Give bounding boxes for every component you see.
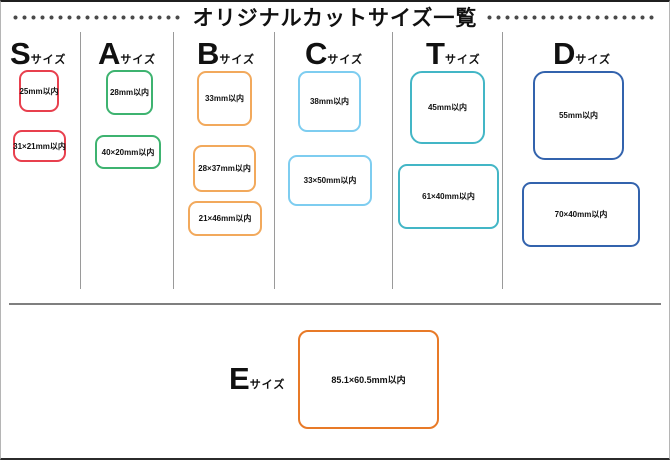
size-box-label: 70×40mm以内 xyxy=(554,210,608,219)
size-suffix: サイズ xyxy=(249,379,286,391)
size-suffix: サイズ xyxy=(444,54,481,66)
size-suffix: サイズ xyxy=(219,54,256,66)
dotted-line-left-icon xyxy=(13,14,183,20)
size-box-label: 38mm以内 xyxy=(309,97,350,106)
size-box-s-2: 31×21mm以内 xyxy=(13,130,66,162)
size-box-c-2: 33×50mm以内 xyxy=(288,155,372,206)
dotted-line-right-icon xyxy=(487,14,657,20)
size-suffix: サイズ xyxy=(327,54,364,66)
size-box-label: 61×40mm以内 xyxy=(422,192,475,201)
size-box-d-2: 70×40mm以内 xyxy=(522,182,640,247)
size-box-b-2: 28×37mm以内 xyxy=(193,145,256,192)
size-box-label: 28×37mm以内 xyxy=(198,164,251,173)
size-box-label: 33mm以内 xyxy=(204,94,245,103)
size-box-t-1: 45mm以内 xyxy=(410,71,485,144)
size-box-d-1: 55mm以内 xyxy=(533,71,624,160)
size-letter: T xyxy=(426,36,445,71)
size-letter: D xyxy=(553,36,576,71)
title-bar: オリジナルカットサイズ一覧 xyxy=(1,2,669,32)
size-letter: C xyxy=(305,36,328,71)
size-box-a-2: 40×20mm以内 xyxy=(95,135,161,169)
size-box-s-1: 25mm以内 xyxy=(19,70,59,112)
size-box-label: 55mm以内 xyxy=(558,111,599,120)
size-box-t-2: 61×40mm以内 xyxy=(398,164,499,229)
size-box-c-1: 38mm以内 xyxy=(298,71,361,132)
size-box-label: 25mm以内 xyxy=(19,86,59,96)
size-suffix: サイズ xyxy=(120,54,157,66)
size-letter: E xyxy=(229,361,250,396)
size-box-a-1: 28mm以内 xyxy=(106,70,153,115)
size-box-label: 33×50mm以内 xyxy=(303,176,357,185)
size-box-e-1: 85.1×60.5mm以内 xyxy=(298,330,439,429)
size-letter: B xyxy=(197,36,220,71)
size-box-b-3: 21×46mm以内 xyxy=(188,201,262,236)
size-box-label: 31×21mm以内 xyxy=(13,141,66,151)
size-letter: A xyxy=(98,36,121,71)
horizontal-divider xyxy=(9,303,661,305)
size-box-label: 28mm以内 xyxy=(109,88,150,97)
size-letter: S xyxy=(10,36,31,71)
size-box-label: 40×20mm以内 xyxy=(101,147,155,157)
size-box-label: 45mm以内 xyxy=(427,103,468,112)
size-box-label: 85.1×60.5mm以内 xyxy=(331,375,406,385)
size-box-label: 21×46mm以内 xyxy=(198,214,252,223)
page-title: オリジナルカットサイズ一覧 xyxy=(192,7,478,30)
size-box-b-1: 33mm以内 xyxy=(197,71,252,126)
size-suffix: サイズ xyxy=(575,54,612,66)
size-suffix: サイズ xyxy=(30,54,67,66)
